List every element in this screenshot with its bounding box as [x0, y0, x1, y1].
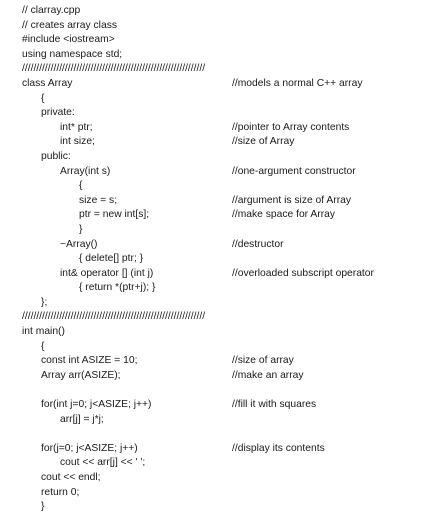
code-text: {	[79, 180, 83, 192]
code-line: const int ASIZE = 10; //size of array	[22, 354, 440, 369]
code-comment: //argument is size of Array	[232, 194, 352, 206]
code-text: #include <iostream>	[22, 34, 115, 46]
code-text: }	[41, 501, 45, 513]
code-text: Array(int s)	[60, 165, 111, 177]
code-comment: //destructor	[232, 238, 284, 250]
code-line: cout << arr[j] << ' ';	[22, 456, 440, 471]
code-text: {	[41, 340, 45, 352]
code-text: return 0;	[41, 486, 80, 498]
code-line: return 0;	[22, 486, 440, 501]
code-line: { delete[] ptr; }	[22, 252, 440, 267]
code-text: int size;	[60, 136, 95, 148]
code-text: { delete[] ptr; }	[79, 253, 144, 265]
code-line: #include <iostream>	[22, 33, 440, 48]
code-comment: //models a normal C++ array	[232, 77, 363, 89]
code-text: { return *(ptr+j); }	[79, 282, 156, 294]
code-text: public:	[41, 150, 71, 162]
code-line	[22, 427, 440, 442]
code-line: for(int j=0; j<ASIZE; j++) //fill it with…	[22, 398, 440, 413]
code-text: size = s;	[79, 194, 118, 206]
code-text: arr[j] = j*j;	[60, 413, 104, 425]
code-text: {	[41, 92, 45, 104]
code-text: using namespace std;	[22, 48, 123, 60]
code-text: ////////////////////////////////////////…	[22, 63, 206, 75]
code-line: { return *(ptr+j); }	[22, 281, 440, 296]
code-comment: //make space for Array	[232, 209, 336, 221]
code-comment: //size of array	[232, 355, 294, 367]
code-line: private:	[22, 106, 440, 121]
code-text: };	[41, 296, 48, 308]
code-listing: // clarray.cpp // creates array class #inc…	[22, 4, 440, 515]
code-text: int& operator [] (int j)	[60, 267, 154, 279]
code-text: ptr = new int[s];	[79, 209, 150, 221]
code-text: cout << endl;	[41, 472, 101, 483]
code-line: public:	[22, 150, 440, 165]
code-line: ////////////////////////////////////////…	[22, 62, 440, 77]
code-line: cout << endl;	[22, 471, 440, 486]
code-line: using namespace std;	[22, 48, 440, 63]
code-line: Array arr(ASIZE); //make an array	[22, 369, 440, 384]
code-text: int main()	[22, 326, 65, 338]
code-text: // creates array class	[22, 19, 117, 31]
code-line: int main()	[22, 325, 440, 340]
code-line: size = s; //argument is size of Array	[22, 194, 440, 209]
code-text: private:	[41, 107, 75, 119]
code-comment: //fill it with squares	[232, 399, 317, 411]
code-line: arr[j] = j*j;	[22, 413, 440, 428]
code-text: cout << arr[j] << ' ';	[60, 457, 146, 469]
code-text: int* ptr;	[60, 121, 93, 133]
code-line: // clarray.cpp	[22, 4, 440, 19]
code-text: const int ASIZE = 10;	[41, 355, 138, 367]
code-line: for(j=0; j<ASIZE; j++) //display its cont…	[22, 442, 440, 457]
code-text: }	[79, 223, 83, 235]
code-line: }	[22, 223, 440, 238]
code-line: ~Array() //destructor	[22, 238, 440, 253]
code-line: Array(int s) //one-argument constructor	[22, 165, 440, 180]
code-text: for(j=0; j<ASIZE; j++)	[41, 442, 138, 454]
code-comment: //size of Array	[232, 136, 295, 148]
code-text: // clarray.cpp	[22, 5, 81, 16]
code-line: int* ptr; //pointer to Array contents	[22, 121, 440, 136]
code-line: int size; //size of Array	[22, 135, 440, 150]
code-line: ptr = new int[s]; //make space for Array	[22, 208, 440, 223]
code-text: ~Array()	[60, 238, 98, 250]
code-line: {	[22, 340, 440, 355]
code-comment: //make an array	[232, 369, 304, 381]
code-line: class Array //models a normal C++ array	[22, 77, 440, 92]
code-line: ////////////////////////////////////////…	[22, 310, 440, 325]
code-text: Array arr(ASIZE);	[41, 369, 121, 381]
code-line: }	[22, 500, 440, 515]
code-text: for(int j=0; j<ASIZE; j++)	[41, 399, 152, 411]
code-line: // creates array class	[22, 19, 440, 34]
code-comment: //pointer to Array contents	[232, 121, 350, 133]
code-line	[22, 383, 440, 398]
code-comment: //display its contents	[232, 442, 325, 454]
code-line: int& operator [] (int j) //overloaded sub…	[22, 267, 440, 282]
code-comment: //one-argument constructor	[232, 165, 356, 177]
code-text: class Array	[22, 77, 73, 89]
code-line: {	[22, 179, 440, 194]
code-text: ////////////////////////////////////////…	[22, 311, 206, 323]
code-line: };	[22, 296, 440, 311]
code-line: {	[22, 92, 440, 107]
code-comment: //overloaded subscript operator	[232, 267, 374, 279]
